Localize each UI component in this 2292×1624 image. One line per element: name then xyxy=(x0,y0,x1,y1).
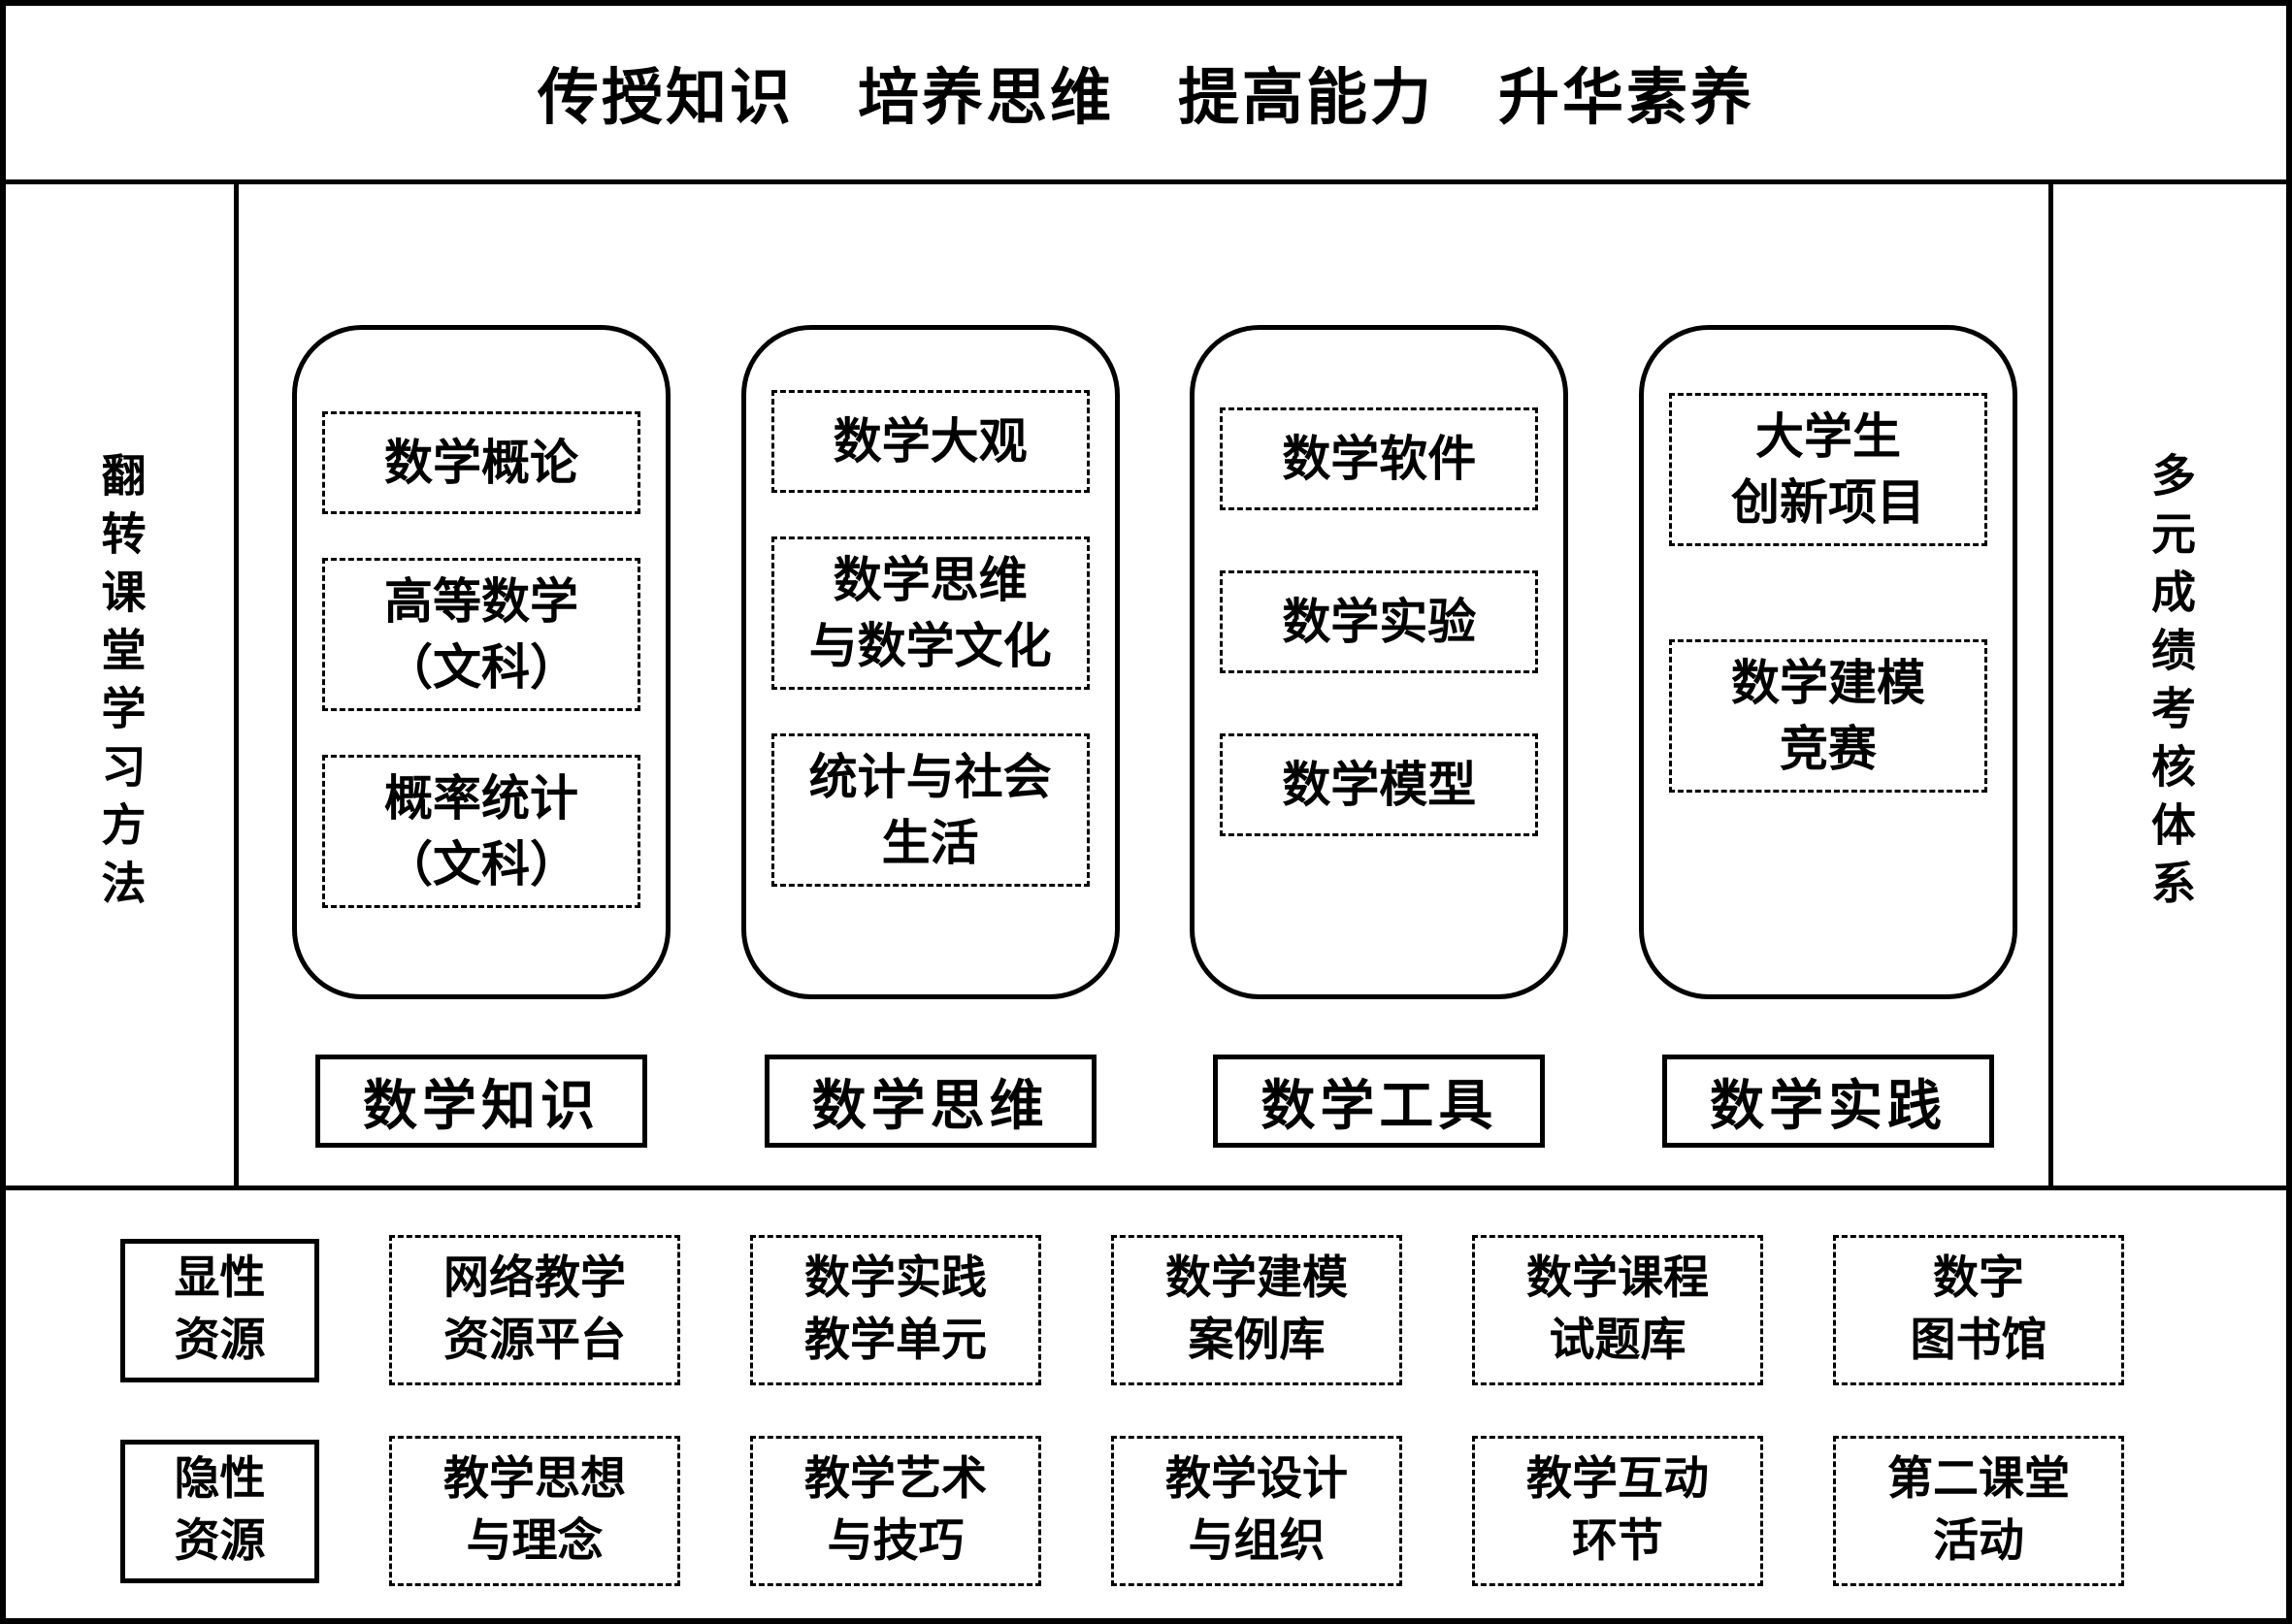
resource-item: 数学课程 试题库 xyxy=(1472,1235,1763,1385)
resource-item: 教学互动 环节 xyxy=(1472,1436,1763,1586)
course-item: 大学生 创新项目 xyxy=(1668,393,1987,546)
group-label: 数学工具 xyxy=(1213,1055,1546,1148)
course-group-box: 数学软件 数学实验 数学模型 xyxy=(1190,325,1569,999)
course-group-box: 大学生 创新项目 数学建模 竞赛 xyxy=(1638,325,2017,999)
right-sidebar-label: 多元成绩考核体系 xyxy=(2145,452,2195,918)
course-item: 数学思维 与数学文化 xyxy=(770,536,1090,690)
middle-band: 翻转课堂学习方法 数学概论 高等数学 （文科） 概率统计 （文科） 数学知识 数… xyxy=(6,184,2286,1186)
resource-type-label: 显性 资源 xyxy=(120,1238,319,1382)
resource-item: 教学思想 与理念 xyxy=(389,1436,680,1586)
course-item: 数学建模 竞赛 xyxy=(1668,639,1987,793)
explicit-resources-row: 显性 资源 网络教学 资源平台 数学实践 教学单元 数学建模 案例库 数学课程 … xyxy=(120,1235,2286,1385)
left-sidebar: 翻转课堂学习方法 xyxy=(6,184,239,1186)
resources-band: 显性 资源 网络教学 资源平台 数学实践 教学单元 数学建模 案例库 数学课程 … xyxy=(6,1186,2286,1618)
resource-item: 第二课堂 活动 xyxy=(1833,1436,2124,1586)
course-item: 数学大观 xyxy=(770,390,1090,493)
group-label: 数学实践 xyxy=(1661,1055,1994,1148)
course-item: 数学软件 xyxy=(1220,407,1539,510)
course-item: 数学概论 xyxy=(322,411,640,514)
course-item: 统计与社会 生活 xyxy=(770,733,1090,887)
course-area: 数学概论 高等数学 （文科） 概率统计 （文科） 数学知识 数学大观 数学思维 … xyxy=(239,184,2048,1186)
resource-item: 教学设计 与组织 xyxy=(1111,1436,1402,1586)
group-label: 数学思维 xyxy=(764,1055,1097,1148)
page-title: 传授知识 培养思维 提高能力 升华素养 xyxy=(538,64,1754,132)
course-columns: 数学概论 高等数学 （文科） 概率统计 （文科） 数学知识 数学大观 数学思维 … xyxy=(239,184,2048,1148)
group-label: 数学知识 xyxy=(315,1055,647,1148)
course-group-knowledge: 数学概论 高等数学 （文科） 概率统计 （文科） 数学知识 xyxy=(292,325,671,1148)
resource-item: 数学建模 案例库 xyxy=(1111,1235,1402,1385)
right-sidebar: 多元成绩考核体系 xyxy=(2048,184,2286,1186)
course-group-thinking: 数学大观 数学思维 与数学文化 统计与社会 生活 数学思维 xyxy=(740,325,1120,1148)
resource-item: 数字 图书馆 xyxy=(1833,1235,2124,1385)
course-item: 高等数学 （文科） xyxy=(322,558,640,711)
implicit-resources-row: 隐性 资源 教学思想 与理念 教学艺术 与技巧 教学设计 与组织 教学互动 环节… xyxy=(120,1436,2286,1586)
course-group-practice: 大学生 创新项目 数学建模 竞赛 数学实践 xyxy=(1638,325,2017,1148)
course-item: 概率统计 （文科） xyxy=(322,755,640,908)
resource-item: 网络教学 资源平台 xyxy=(389,1235,680,1385)
course-group-tools: 数学软件 数学实验 数学模型 数学工具 xyxy=(1190,325,1569,1148)
course-item: 数学模型 xyxy=(1220,733,1539,836)
resource-item: 教学艺术 与技巧 xyxy=(750,1436,1041,1586)
course-item: 数学实验 xyxy=(1220,570,1539,673)
resource-item: 数学实践 教学单元 xyxy=(750,1235,1041,1385)
course-group-box: 数学大观 数学思维 与数学文化 统计与社会 生活 xyxy=(740,325,1120,999)
course-group-box: 数学概论 高等数学 （文科） 概率统计 （文科） xyxy=(292,325,671,999)
left-sidebar-label: 翻转课堂学习方法 xyxy=(95,452,146,918)
resource-type-label: 隐性 资源 xyxy=(120,1439,319,1583)
title-band: 传授知识 培养思维 提高能力 升华素养 xyxy=(6,6,2286,184)
